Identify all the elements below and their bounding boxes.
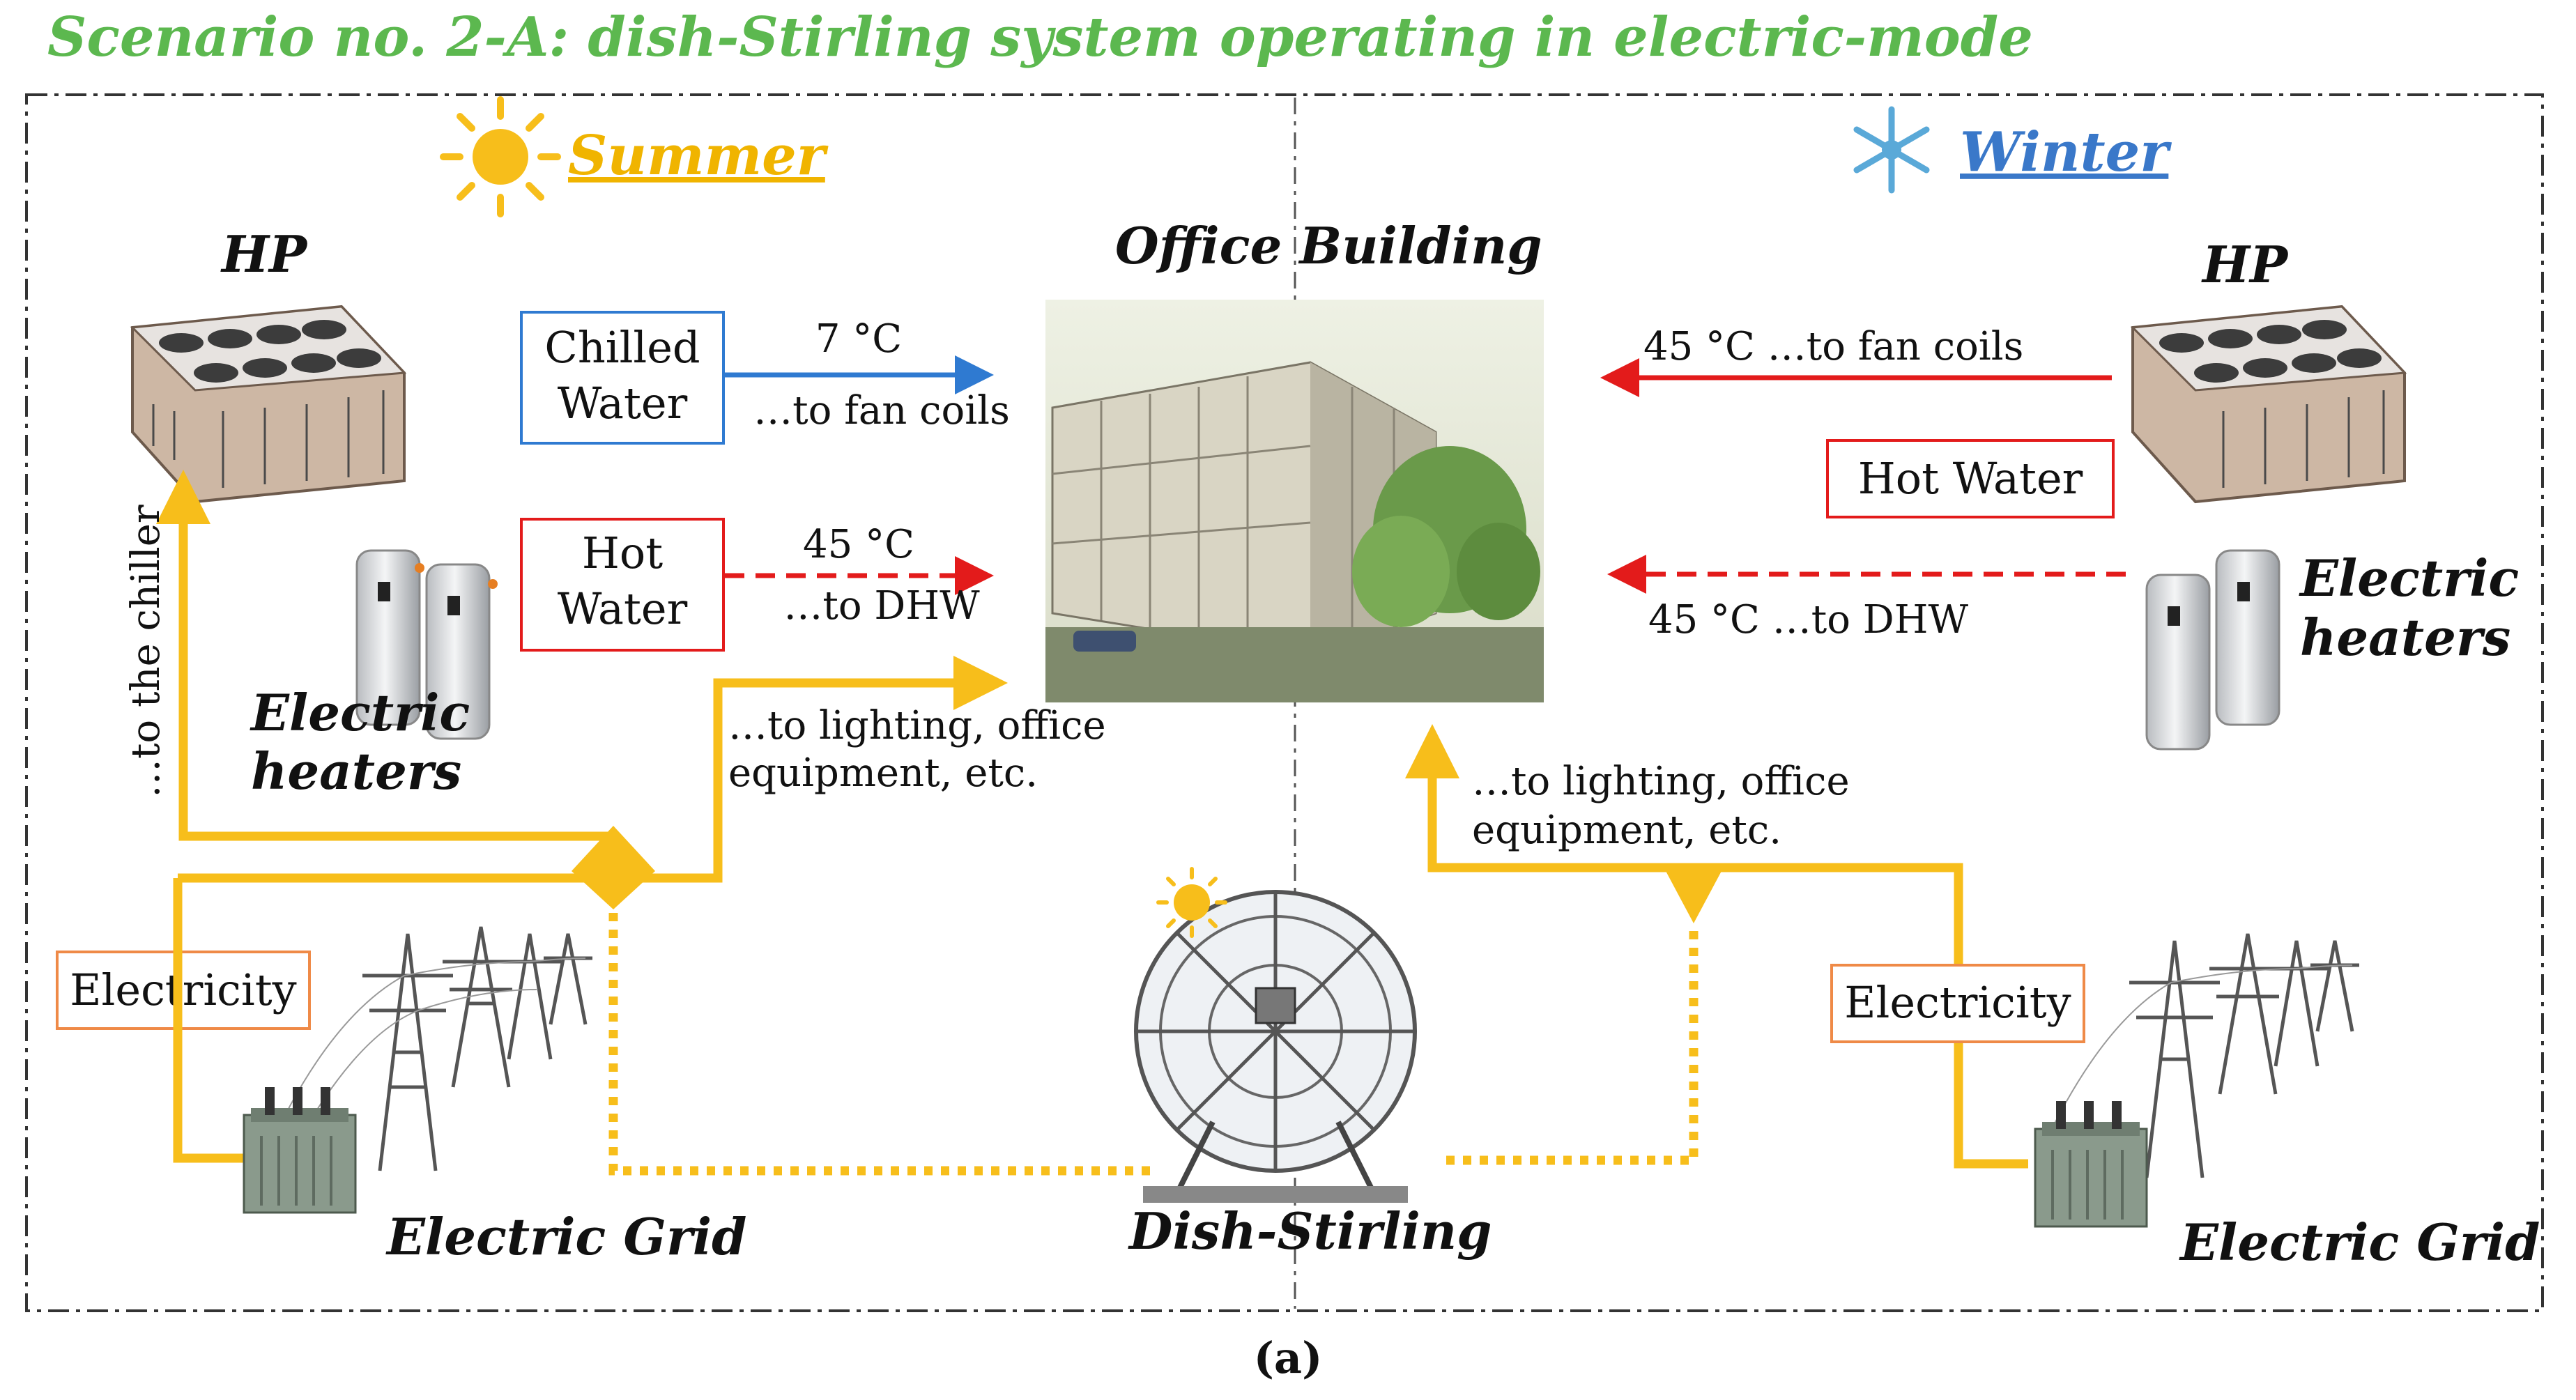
water-heater-icon <box>355 549 498 740</box>
office-label: Office Building <box>1115 216 1542 275</box>
chilled-temp: 7 °C <box>815 316 902 362</box>
diagram-title: Scenario no. 2-A: dish-Stirling system o… <box>47 6 2033 69</box>
chilled-dest: …to fan coils <box>753 388 1010 433</box>
box-hot-right: Hot Water <box>1858 453 2083 504</box>
junction-diamond-left <box>572 826 655 909</box>
hp-right-label: HP <box>2201 235 2289 294</box>
dish-line-left <box>608 913 1157 1176</box>
building-icon <box>1045 300 1544 702</box>
dish-line-right <box>1446 927 1699 1165</box>
power-tower-icon <box>2034 933 2359 1178</box>
heaters-right-label-2: heaters <box>2300 608 2510 667</box>
box-chilled-line-2: Water <box>558 378 688 429</box>
snowflake-icon <box>1853 106 1930 194</box>
power-tower-icon <box>264 926 592 1178</box>
box-hot-water-left <box>520 518 725 652</box>
heaters-right-label-1: Electric <box>2299 548 2519 608</box>
light-left-2: equipment, etc. <box>728 751 1038 796</box>
heat-pump-icon <box>2130 305 2407 504</box>
box-elec-left: Electricity <box>70 964 296 1015</box>
box-chilled-line-1: Chilled <box>544 322 700 373</box>
hp-left-label: HP <box>220 224 308 284</box>
transformer-icon <box>2034 1101 2148 1228</box>
figure-caption: (a) <box>1254 1332 1323 1383</box>
box-hot-water-right <box>1826 439 2115 518</box>
winter-fan-label: 45 °C …to fan coils <box>1643 324 2023 369</box>
junction-triangle-right <box>1666 871 1722 923</box>
sun-icon <box>440 96 561 217</box>
light-right-1: …to lighting, office <box>1472 759 1850 804</box>
grid-left-label: Electric Grid <box>385 1207 746 1266</box>
electric-lines-left <box>156 470 1008 1163</box>
heat-pump-icon <box>130 305 407 504</box>
box-electricity-left <box>56 951 311 1030</box>
dish-stirling-icon <box>1134 867 1417 1203</box>
hot-left-dest: …to DHW <box>783 583 980 629</box>
grid-right-label: Electric Grid <box>2179 1213 2540 1272</box>
heaters-left-label-2: heaters <box>251 741 461 801</box>
dish-label: Dish-Stirling <box>1128 1201 1492 1261</box>
light-left-1: …to lighting, office <box>728 703 1106 748</box>
hot-left-temp: 45 °C <box>803 522 914 567</box>
box-chilled-water <box>520 311 725 445</box>
box-hot-left-line-2: Water <box>558 583 688 634</box>
electric-lines-right <box>1405 724 2028 1169</box>
heaters-left-label-1: Electric <box>250 683 470 742</box>
transformer-icon <box>243 1087 357 1214</box>
season-summer: Summer <box>568 124 829 187</box>
season-winter: Winter <box>1960 121 2172 184</box>
box-elec-right: Electricity <box>1844 977 2071 1028</box>
winter-dhw-label: 45 °C …to DHW <box>1648 597 1968 643</box>
frame-border <box>25 93 2544 1312</box>
water-heater-icon <box>2145 549 2280 751</box>
light-right-2: equipment, etc. <box>1472 808 1781 853</box>
box-electricity-right <box>1830 964 2085 1043</box>
box-hot-left-line-1: Hot <box>582 528 663 578</box>
chiller-label: …to the chiller <box>123 505 169 798</box>
